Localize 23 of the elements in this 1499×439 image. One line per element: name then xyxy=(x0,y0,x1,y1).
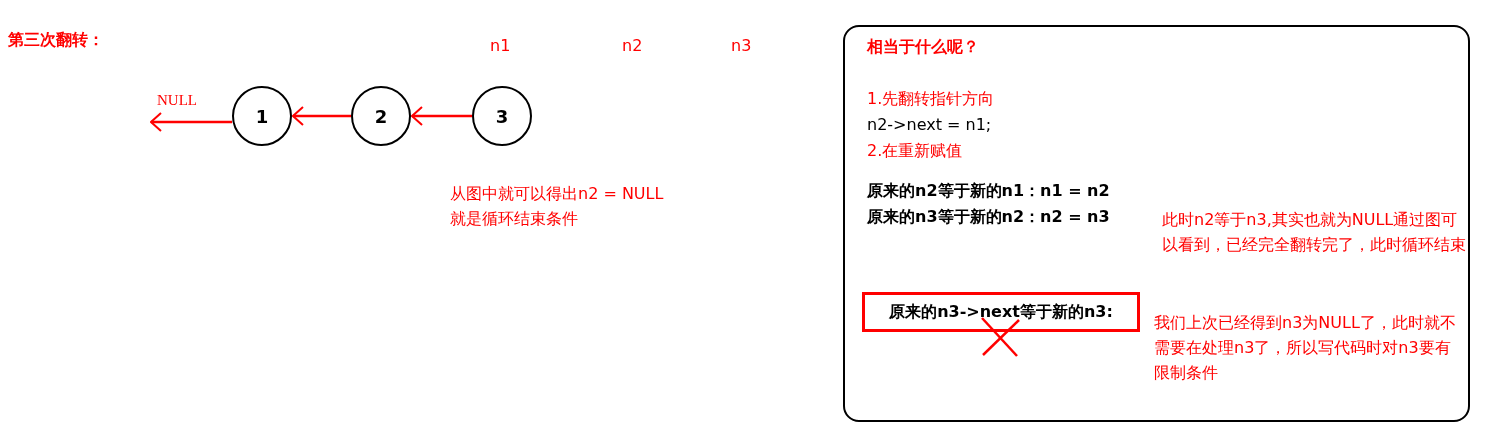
note-text: 相当于什么呢？ xyxy=(867,37,979,57)
list-node-circle: 2 xyxy=(351,86,411,146)
pointer-label: n3 xyxy=(731,36,752,55)
pointer-label: n2 xyxy=(622,36,643,55)
note-text: 1.先翻转指针方向 xyxy=(867,89,995,109)
note-text: 2.在重新赋值 xyxy=(867,141,963,161)
list-node-circle: 3 xyxy=(472,86,532,146)
note-text: 从图中就可以得出n2 = NULL xyxy=(450,184,664,205)
list-node-circle: 1 xyxy=(232,86,292,146)
note-text: 原来的n3等于新的n2：n2 = n3 xyxy=(867,207,1110,227)
note-text: 我们上次已经得到n3为NULL了，此时就不需要在处理n3了，所以写代码时对n3要有限制条件 xyxy=(1154,312,1457,384)
note-text: 就是循环结束条件 xyxy=(450,209,578,230)
arrow xyxy=(292,106,351,126)
pointer-label: n1 xyxy=(490,36,511,55)
note-panel xyxy=(843,25,1470,422)
highlight-box: 原来的n3->next等于新的n3: xyxy=(862,292,1140,332)
null-label: NULL xyxy=(150,92,220,126)
note-text: n2->next = n1; xyxy=(867,115,992,135)
arrow xyxy=(150,112,232,132)
note-text: 此时n2等于n3,其实也就为NULL通过图可以看到，已经完全翻转完了，此时循环结束 xyxy=(1162,209,1467,256)
arrow xyxy=(411,106,472,126)
note-text: 原来的n2等于新的n1：n1 = n2 xyxy=(867,181,1110,201)
heading-text: 第三次翻转： xyxy=(8,30,104,51)
